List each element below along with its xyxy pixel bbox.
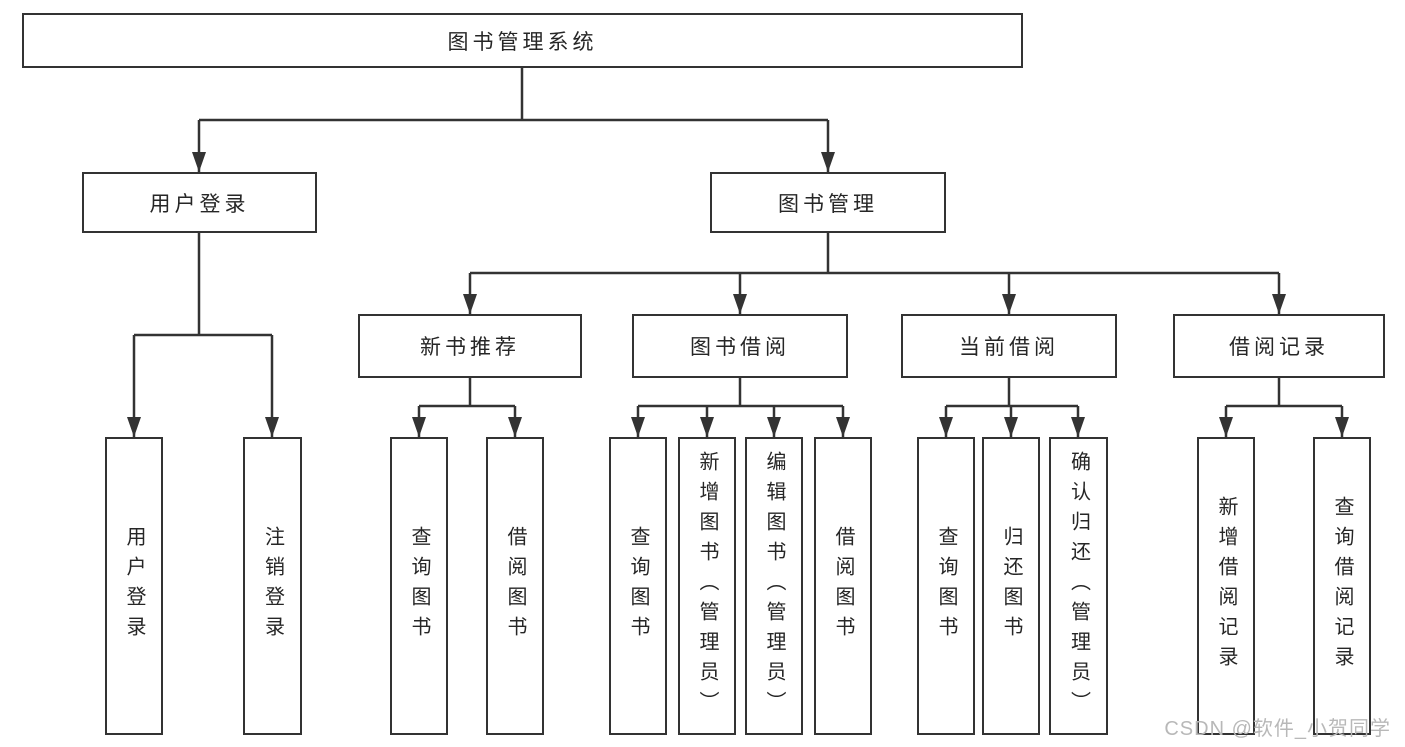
leaf-borrow-books: 借阅图书 xyxy=(814,437,872,735)
node-book-management: 图书管理 xyxy=(710,172,946,233)
leaf-add-borrow-record: 新增借阅记录 xyxy=(1197,437,1255,735)
csdn-watermark: CSDN @软件_小贺同学 xyxy=(1164,718,1391,740)
leaf-user-login: 用户登录 xyxy=(105,437,163,735)
leaf-current-query-books: 查询图书 xyxy=(917,437,975,735)
leaf-edit-book-admin: 编辑图书（管理员） xyxy=(745,437,803,735)
node-new-book-recommend: 新书推荐 xyxy=(358,314,582,378)
leaf-add-book-admin: 新增图书（管理员） xyxy=(678,437,736,735)
node-root-system: 图书管理系统 xyxy=(22,13,1023,68)
leaf-confirm-return-admin: 确认归还（管理员） xyxy=(1049,437,1108,735)
leaf-recommend-borrow-books: 借阅图书 xyxy=(486,437,544,735)
node-user-login: 用户登录 xyxy=(82,172,317,233)
node-borrow-records: 借阅记录 xyxy=(1173,314,1385,378)
leaf-borrow-query-books: 查询图书 xyxy=(609,437,667,735)
node-book-borrow: 图书借阅 xyxy=(632,314,848,378)
leaf-recommend-query-books: 查询图书 xyxy=(390,437,448,735)
leaf-logout: 注销登录 xyxy=(243,437,302,735)
leaf-return-book: 归还图书 xyxy=(982,437,1040,735)
leaf-query-borrow-record: 查询借阅记录 xyxy=(1313,437,1371,735)
node-current-borrow: 当前借阅 xyxy=(901,314,1117,378)
